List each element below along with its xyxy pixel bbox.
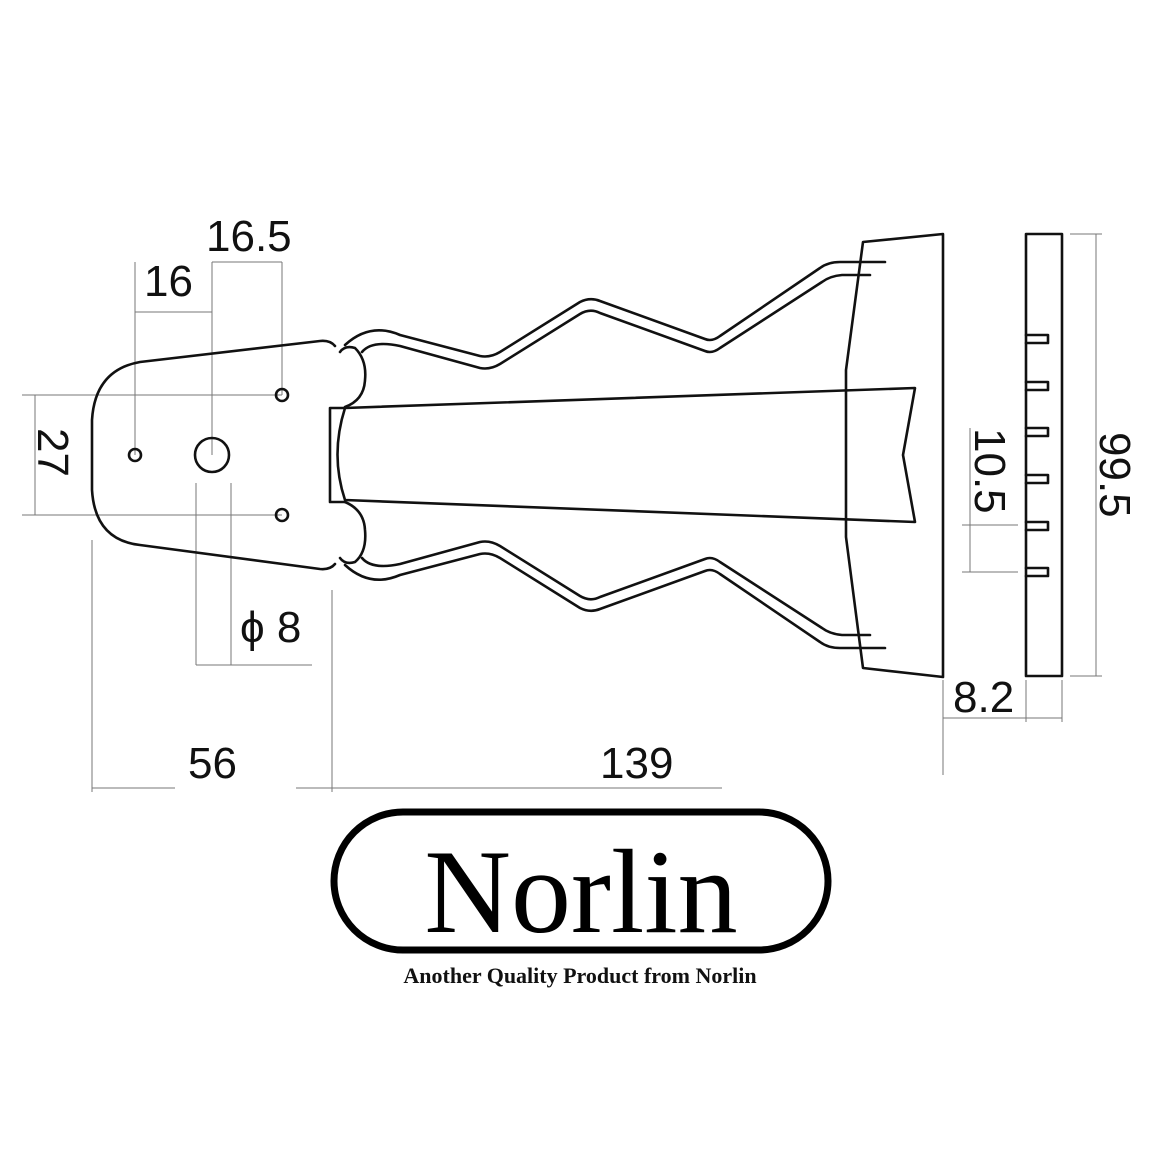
hole-top: [274, 387, 290, 403]
plate-outline: [90, 339, 337, 571]
center-slot: [328, 406, 347, 504]
upper-lobe: [338, 345, 367, 409]
dim-16: 16: [144, 257, 193, 306]
side-view: [1024, 232, 1064, 678]
dim-99-5: 99.5: [1090, 432, 1139, 518]
dim-8-2: 8.2: [953, 673, 1014, 722]
dim-diameter: ϕ 8: [240, 603, 301, 652]
dim-10-5: 10.5: [965, 428, 1014, 514]
hole-large: [193, 436, 231, 474]
dim-56: 56: [188, 739, 237, 788]
lower-wire: [343, 540, 887, 650]
dimension-lines: [22, 233, 1102, 792]
norlin-logo: Norlin Another Quality Product from Norl…: [330, 808, 832, 988]
dim-27: 27: [28, 428, 77, 477]
upper-wire: [343, 260, 887, 370]
logo-tagline: Another Quality Product from Norlin: [403, 963, 756, 988]
logo-brand: Norlin: [424, 825, 737, 958]
dim-16-5: 16.5: [206, 212, 292, 261]
center-bar: [336, 386, 917, 524]
end-block: [844, 232, 945, 679]
dim-139: 139: [600, 739, 673, 788]
hole-bottom: [274, 507, 290, 523]
lower-lobe: [338, 500, 367, 565]
hole-left: [127, 447, 143, 463]
